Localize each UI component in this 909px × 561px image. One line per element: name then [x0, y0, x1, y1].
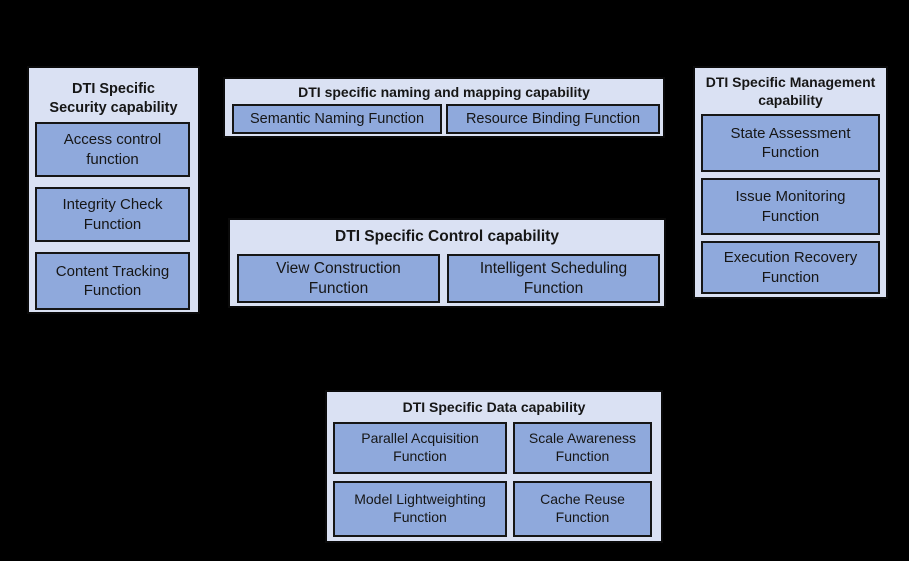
function-box-integrity-check: Integrity Check Function	[35, 187, 190, 242]
function-box-resource-binding: Resource Binding Function	[446, 104, 660, 134]
function-box-access-control: Access control function	[35, 122, 190, 177]
group-control-capability: DTI Specific Control capability View Con…	[228, 218, 666, 308]
group-title-security: DTI Specific Security capability	[49, 81, 178, 117]
group-data-capability: DTI Specific Data capability Parallel Ac…	[325, 390, 663, 543]
group-title-data: DTI Specific Data capability	[402, 399, 586, 415]
function-box-execution-recovery: Execution Recovery Function	[701, 241, 880, 294]
group-title-management: DTI Specific Management capability	[705, 74, 876, 109]
function-box-model-lightweighting: Model Lightweighting Function	[333, 481, 507, 537]
function-box-semantic-naming: Semantic Naming Function	[232, 104, 442, 134]
function-box-state-assessment: State Assessment Function	[701, 114, 880, 172]
function-box-parallel-acquisition: Parallel Acquisition Function	[333, 422, 507, 474]
function-box-view-construction: View Construction Function	[237, 254, 440, 303]
group-management-capability: DTI Specific Management capability State…	[693, 66, 888, 299]
group-title-control: DTI Specific Control capability	[335, 228, 559, 245]
function-box-cache-reuse: Cache Reuse Function	[513, 481, 652, 537]
function-box-intelligent-scheduling: Intelligent Scheduling Function	[447, 254, 660, 303]
group-naming-mapping-capability: DTI specific naming and mapping capabili…	[223, 77, 665, 138]
function-box-scale-awareness: Scale Awareness Function	[513, 422, 652, 474]
function-box-content-tracking: Content Tracking Function	[35, 252, 190, 310]
group-title-naming-mapping: DTI specific naming and mapping capabili…	[298, 84, 590, 100]
function-box-issue-monitoring: Issue Monitoring Function	[701, 178, 880, 235]
group-security-capability: DTI Specific Security capability Access …	[27, 66, 200, 314]
